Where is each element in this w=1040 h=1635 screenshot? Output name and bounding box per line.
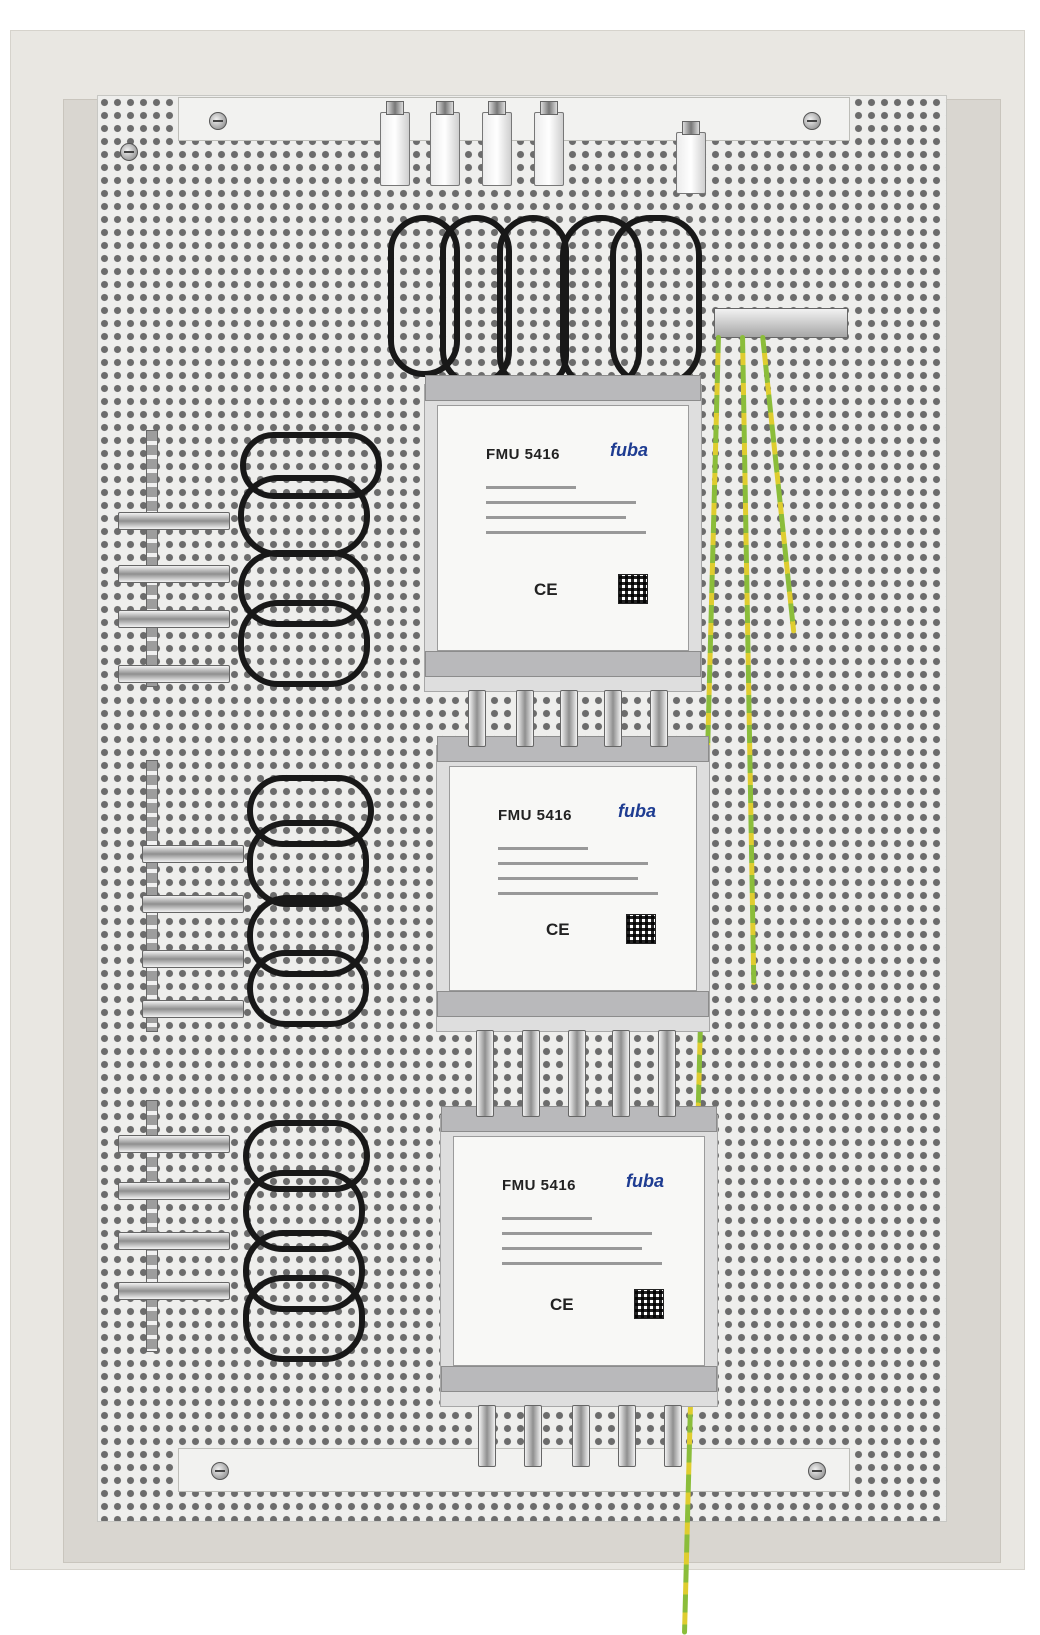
module-link-connector: [560, 690, 578, 747]
label-text-line: [486, 516, 626, 519]
label-text-line: [498, 892, 658, 895]
module-model: FMU 5416: [498, 807, 573, 824]
terminator: [478, 1405, 496, 1467]
label-text-line: [498, 847, 588, 850]
label-text-line: [498, 862, 648, 865]
input-filter: [482, 101, 512, 186]
terminator: [618, 1405, 636, 1467]
module-link-connector: [476, 1030, 494, 1117]
brand-logo: fuba: [626, 1171, 664, 1191]
coax-loop: [610, 215, 702, 387]
coax-loop: [238, 600, 370, 687]
coax-loop: [247, 950, 369, 1027]
output-ground-bar: [146, 430, 158, 687]
module-model: FMU 5416: [502, 1177, 577, 1194]
grounding-bar: [714, 308, 848, 338]
coax-loop: [238, 550, 370, 627]
coax-loop: [247, 820, 369, 907]
ce-mark: CE: [546, 920, 570, 939]
label-text-line: [486, 501, 636, 504]
rail-screw: [808, 1462, 826, 1480]
coax-loop: [247, 895, 369, 977]
label-text-line: [486, 486, 576, 489]
output-connector: [118, 665, 230, 683]
output-connector: [142, 845, 244, 863]
output-connector: [118, 512, 230, 530]
label-text-line: [486, 531, 646, 534]
input-filter: [534, 101, 564, 186]
label-text-line: [502, 1247, 642, 1250]
rail-screw: [211, 1462, 229, 1480]
input-filter: [380, 101, 410, 186]
coax-loop: [238, 475, 370, 557]
module-bottom-strip: [437, 991, 709, 1017]
brand-logo: fuba: [618, 801, 656, 821]
output-connector: [118, 1182, 230, 1200]
terminator: [572, 1405, 590, 1467]
module-link-connector: [604, 690, 622, 747]
output-connector: [118, 565, 230, 583]
label-text-line: [498, 877, 638, 880]
coax-loop: [243, 1275, 365, 1362]
terminator: [664, 1405, 682, 1467]
rail-screw: [209, 112, 227, 130]
output-connector: [142, 1000, 244, 1018]
coax-loop: [243, 1120, 370, 1192]
module-bottom-strip: [425, 651, 701, 677]
module-link-connector: [568, 1030, 586, 1117]
output-connector: [118, 1135, 230, 1153]
module-link-connector: [468, 690, 486, 747]
module-link-connector: [650, 690, 668, 747]
input-filter: [430, 101, 460, 186]
bottom-rail: [178, 1448, 850, 1492]
qr-code: [626, 914, 656, 944]
coax-loop: [243, 1170, 365, 1252]
coax-loop: [388, 215, 460, 377]
plate-screw: [120, 143, 138, 161]
module-model: FMU 5416: [486, 446, 561, 463]
ce-mark: CE: [550, 1295, 574, 1314]
brand-logo: fuba: [610, 440, 648, 460]
rail-screw: [803, 112, 821, 130]
module-top-strip: [425, 375, 701, 401]
label-text-line: [502, 1217, 592, 1220]
module-label-face: FMU 5416 fuba CE: [437, 405, 689, 651]
top-rail: [178, 97, 850, 141]
output-connector: [142, 895, 244, 913]
module-label-face: FMU 5416 fuba CE: [449, 766, 697, 991]
output-connector: [118, 1282, 230, 1300]
qr-code: [618, 574, 648, 604]
qr-code: [634, 1289, 664, 1319]
multiswitch-module: FMU 5416 fuba CE: [424, 375, 702, 692]
label-text-line: [502, 1232, 652, 1235]
multiswitch-module: FMU 5416 fuba CE: [436, 736, 710, 1032]
output-connector: [118, 1232, 230, 1250]
label-text-line: [502, 1262, 662, 1265]
module-bottom-strip: [441, 1366, 717, 1392]
module-label-face: FMU 5416 fuba CE: [453, 1136, 705, 1366]
coax-loop: [240, 432, 382, 499]
module-link-connector: [658, 1030, 676, 1117]
ce-mark: CE: [534, 580, 558, 599]
terrestrial-filter: [676, 121, 706, 194]
multiswitch-module: FMU 5416 fuba CE: [440, 1106, 718, 1407]
module-link-connector: [522, 1030, 540, 1117]
output-connector: [142, 950, 244, 968]
module-link-connector: [516, 690, 534, 747]
module-link-connector: [612, 1030, 630, 1117]
coax-loop: [247, 775, 374, 847]
coax-loop: [243, 1230, 365, 1312]
output-connector: [118, 610, 230, 628]
terminator: [524, 1405, 542, 1467]
coax-loop: [497, 215, 569, 392]
